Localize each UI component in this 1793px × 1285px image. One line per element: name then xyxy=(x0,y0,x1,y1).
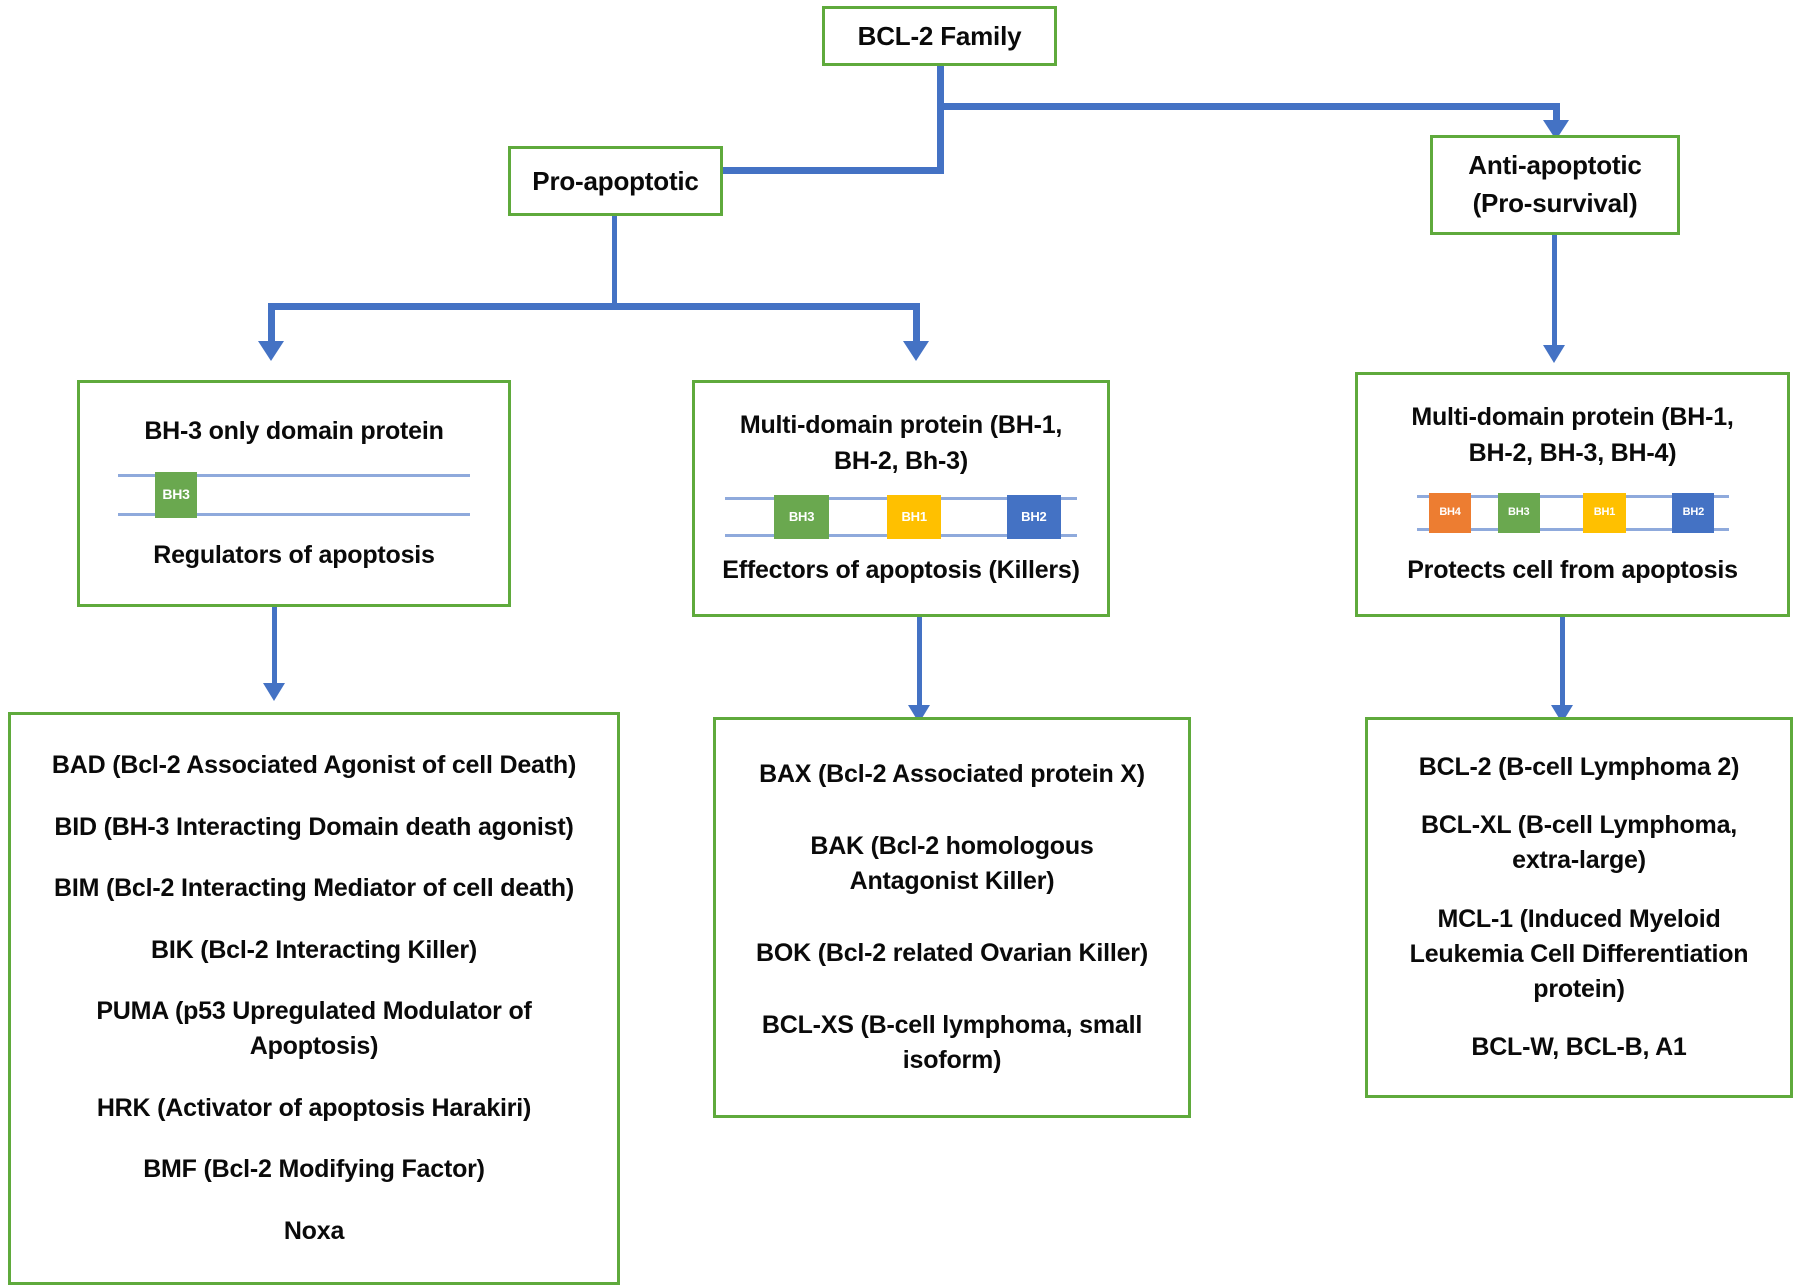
node-multi-domain-anti-title-line2: BH-2, BH-3, BH-4) xyxy=(1468,438,1677,467)
domain-bh2: BH2 xyxy=(1006,495,1062,540)
node-pro-apoptotic-label: Pro-apoptotic xyxy=(532,165,699,196)
domain-bh1-label: BH1 xyxy=(901,509,927,525)
list-item: BIK (Bcl-2 Interacting Killer) xyxy=(151,935,477,964)
domain-bh4: BH4 xyxy=(1428,493,1472,534)
list-item: BID (BH-3 Interacting Domain death agoni… xyxy=(54,812,574,841)
domain-bh3: BH3 xyxy=(774,495,829,540)
connector-multipro-drop xyxy=(913,303,920,348)
connector-root-stem-lower xyxy=(937,103,944,173)
domain-bh3-label: BH3 xyxy=(162,485,190,502)
list-item: Noxa xyxy=(283,1216,345,1245)
node-multi-domain-anti-subtitle: Protects cell from apoptosis xyxy=(1407,556,1738,585)
list-item: BAD (Bcl-2 Associated Agonist of cell De… xyxy=(51,751,577,780)
node-multi-domain-anti: Multi-domain protein (BH-1, BH-2, BH-3, … xyxy=(1355,372,1790,617)
domain-bh2: BH2 xyxy=(1672,493,1715,534)
domain-bh1-label: BH1 xyxy=(1593,506,1616,519)
node-multi-domain-pro-subtitle: Effectors of apoptosis (Killers) xyxy=(722,556,1080,585)
list-item: BCL-2 (B-cell Lymphoma 2) xyxy=(1418,752,1740,781)
list-item: MCL-1 (Induced Myeloid Leukemia Cell Dif… xyxy=(1409,904,1749,1003)
protein-rail-bottom xyxy=(1416,528,1729,532)
connector-pro-stem xyxy=(612,216,617,306)
domain-bh3: BH3 xyxy=(1497,493,1540,534)
node-multi-domain-pro-title-line1: Multi-domain protein (BH-1, xyxy=(739,411,1063,440)
node-bh3-only-domain: BH-3 only domain protein BH3 Regulators … xyxy=(77,380,511,607)
connector-multipro-to-list xyxy=(917,617,922,712)
domain-bh3-label: BH3 xyxy=(1507,506,1530,519)
list-item: BOK (Bcl-2 related Ovarian Killer) xyxy=(756,939,1148,968)
node-pro-apoptotic: Pro-apoptotic xyxy=(508,146,723,216)
protein-rail-top xyxy=(118,473,470,477)
domain-bh1: BH1 xyxy=(886,495,942,540)
node-multi-domain-pro-title-line2: BH-2, Bh-3) xyxy=(834,446,968,475)
domain-bh3-label: BH3 xyxy=(788,509,815,525)
node-bh3-only-title: BH-3 only domain protein xyxy=(144,417,444,445)
list-item: HRK (Activator of apoptosis Harakiri) xyxy=(96,1093,532,1122)
domain-bh2-label: BH2 xyxy=(1021,509,1047,525)
protein-rail-bottom xyxy=(118,512,470,516)
list-item: PUMA (p53 Upregulated Modulator of Apopt… xyxy=(96,997,532,1061)
connector-anti-stem xyxy=(1552,235,1557,350)
node-anti-apoptotic-label-line2: (Pro-survival) xyxy=(1472,188,1638,218)
list-item: BCL-W, BCL-B, A1 xyxy=(1471,1033,1687,1062)
connector-multianti-to-list xyxy=(1560,617,1565,712)
node-multi-domain-pro: Multi-domain protein (BH-1, BH-2, Bh-3) … xyxy=(692,380,1110,617)
node-multi-domain-anti-title-line1: Multi-domain protein (BH-1, xyxy=(1411,403,1734,432)
protein-bar-bh3-only: BH3 xyxy=(118,471,470,518)
node-antiapoptotic-members: BCL-2 (B-cell Lymphoma 2) BCL-XL (B-cell… xyxy=(1365,717,1793,1098)
protein-bar-multi-anti: BH4 BH3 BH1 BH2 xyxy=(1416,493,1729,534)
node-bh3-only-members: BAD (Bcl-2 Associated Agonist of cell De… xyxy=(8,712,620,1285)
node-bcl2-family-label: BCL-2 Family xyxy=(857,20,1022,51)
connector-bh3only-to-list xyxy=(272,607,277,690)
connector-root-to-pro-horizontal xyxy=(608,167,944,174)
node-bcl2-family: BCL-2 Family xyxy=(822,6,1057,66)
node-anti-apoptotic-label-line1: Anti-apoptotic xyxy=(1468,150,1642,181)
domain-bh4-label: BH4 xyxy=(1439,506,1461,519)
list-item: BAX (Bcl-2 Associated protein X) xyxy=(759,759,1145,788)
connector-bh3only-drop xyxy=(268,303,275,348)
node-bh3-only-subtitle: Regulators of apoptosis xyxy=(153,540,435,569)
connector-pro-split-horizontal xyxy=(268,303,920,310)
arrow-to-multi-domain-anti xyxy=(1543,345,1565,363)
node-anti-apoptotic: Anti-apoptotic (Pro-survival) xyxy=(1430,135,1680,235)
domain-bh3: BH3 xyxy=(154,471,198,518)
list-item: BIM (Bcl-2 Interacting Mediator of cell … xyxy=(53,874,575,903)
arrow-to-multi-domain-pro xyxy=(903,341,929,361)
connector-anti-drop xyxy=(1553,103,1560,125)
connector-root-to-anti-horizontal xyxy=(937,103,1559,110)
list-item: BMF (Bcl-2 Modifying Factor) xyxy=(143,1155,485,1184)
domain-bh2-label: BH2 xyxy=(1682,506,1705,519)
arrow-to-bh3-only-members xyxy=(263,683,285,701)
protein-bar-multi-pro: BH3 BH1 BH2 xyxy=(725,495,1077,540)
list-item: BAK (Bcl-2 homologous Antagonist Killer) xyxy=(810,831,1094,895)
connector-root-stem xyxy=(937,66,944,106)
arrow-to-bh3-only xyxy=(258,341,284,361)
protein-rail-top xyxy=(1416,495,1729,499)
domain-bh1: BH1 xyxy=(1583,493,1626,534)
list-item: BCL-XS (B-cell lymphoma, small isoform) xyxy=(761,1011,1143,1075)
node-effector-members: BAX (Bcl-2 Associated protein X) BAK (Bc… xyxy=(713,717,1191,1118)
list-item: BCL-XL (B-cell Lymphoma, extra-large) xyxy=(1420,811,1738,875)
